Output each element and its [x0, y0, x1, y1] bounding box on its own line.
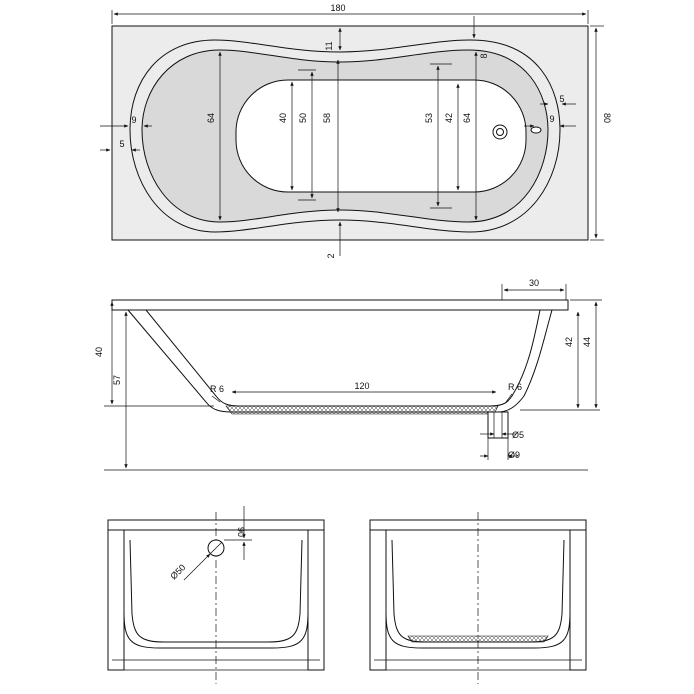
dim-floor-length: 120: [354, 381, 369, 391]
side-view: 30 40 57 42 44 120 R 6 R 6 Ø5 Ø9: [94, 278, 602, 471]
basin-floor: [235, 79, 527, 193]
drain-stub: [487, 411, 509, 439]
top-view: 180 80 11 8 2 64 40 50 58 53: [100, 3, 612, 259]
dim-right-offset-b: 9: [549, 114, 554, 124]
end-view-right: [369, 512, 587, 684]
dim-inner-mid-left: 50: [298, 113, 308, 123]
end-right-floor-hatch: [407, 635, 549, 643]
dim-inner-floor-right: 42: [444, 113, 454, 123]
dim-left-offset-b: 5: [119, 139, 124, 149]
dim-depth-right-total: 44: [582, 337, 592, 347]
dim-left-offset-a: 9: [131, 115, 136, 125]
dim-radius-right: R 6: [508, 382, 522, 392]
dim-overflow-diameter: Ø50: [168, 562, 187, 581]
dim-depth-right-inner: 42: [564, 337, 574, 347]
dim-drain-inner: Ø5: [512, 430, 524, 440]
side-body-inner: [127, 309, 553, 413]
dim-inner-floor-left: 40: [278, 113, 288, 123]
floor-hatch: [225, 405, 499, 415]
dim-overall-length: 180: [330, 3, 345, 13]
dim-bottom-gap: 2: [326, 253, 336, 258]
end-view-left: Ø50 90: [107, 506, 325, 684]
dim-center-depth: 58: [322, 113, 332, 123]
dim-overflow-offset: 90: [236, 527, 246, 537]
dim-overall-width: 80: [602, 113, 612, 123]
dim-right-offset-a: 5: [559, 94, 564, 104]
dim-rim-top: 11: [324, 41, 334, 50]
dim-drain-outer: Ø9: [508, 450, 520, 460]
drain-inner-icon: [496, 128, 504, 136]
side-rim: [111, 299, 569, 311]
dim-depth-inner: 40: [94, 347, 104, 357]
side-body-outer: [128, 309, 552, 407]
dim-depth-total: 57: [112, 375, 122, 385]
dim-rim-right-top: 8: [479, 53, 489, 58]
outer-basin: [129, 39, 561, 233]
dim-radius-left: R 6: [210, 384, 224, 394]
overflow-icon: [530, 126, 542, 134]
dim-inner-width-right: 64: [462, 113, 472, 123]
dim-inner-width-left: 64: [206, 113, 216, 123]
dim-inner-mid-right: 53: [424, 113, 434, 123]
dim-top-run: 30: [529, 278, 539, 288]
